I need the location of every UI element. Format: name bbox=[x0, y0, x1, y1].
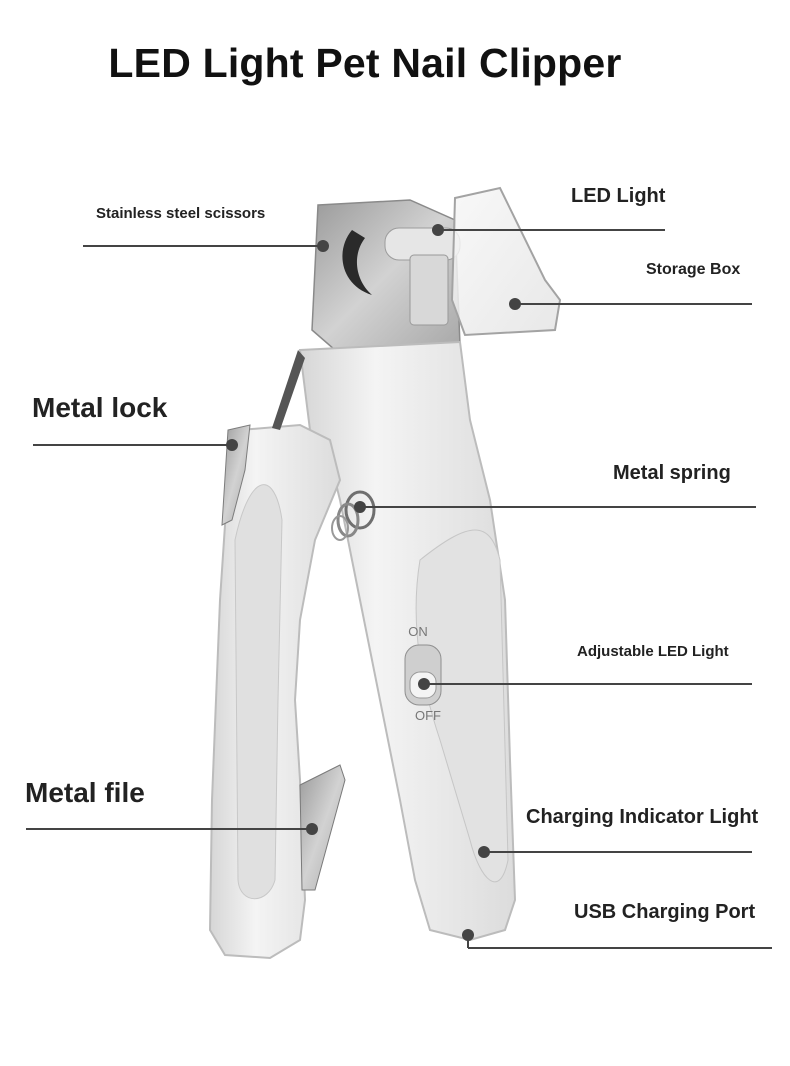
lock-bar bbox=[272, 350, 305, 430]
label-storage-box: Storage Box bbox=[646, 261, 741, 278]
leader-lines bbox=[26, 229, 772, 949]
label-scissors: Stainless steel scissors bbox=[96, 205, 266, 222]
page-title: LED Light Pet Nail Clipper bbox=[108, 40, 622, 86]
switch-off-label: OFF bbox=[415, 708, 441, 723]
blade-cutout bbox=[342, 230, 372, 295]
label-charging-indicator: Charging Indicator Light bbox=[526, 806, 759, 828]
main-grip-panel bbox=[415, 529, 509, 883]
label-adjustable-led: Adjustable LED Light bbox=[577, 643, 729, 660]
label-usb-port: USB Charging Port bbox=[574, 901, 756, 923]
label-metal-file: Metal file bbox=[25, 777, 145, 808]
metal-spring bbox=[331, 490, 376, 541]
label-metal-spring: Metal spring bbox=[613, 462, 731, 484]
storage-box bbox=[450, 186, 562, 337]
left-grip-panel bbox=[234, 484, 283, 900]
led-stem bbox=[409, 254, 449, 326]
label-led-light: LED Light bbox=[571, 185, 666, 207]
metal-file bbox=[299, 764, 346, 891]
anchor-dots bbox=[226, 224, 521, 941]
label-metal-lock: Metal lock bbox=[32, 392, 168, 423]
switch-on-label: ON bbox=[408, 624, 428, 639]
